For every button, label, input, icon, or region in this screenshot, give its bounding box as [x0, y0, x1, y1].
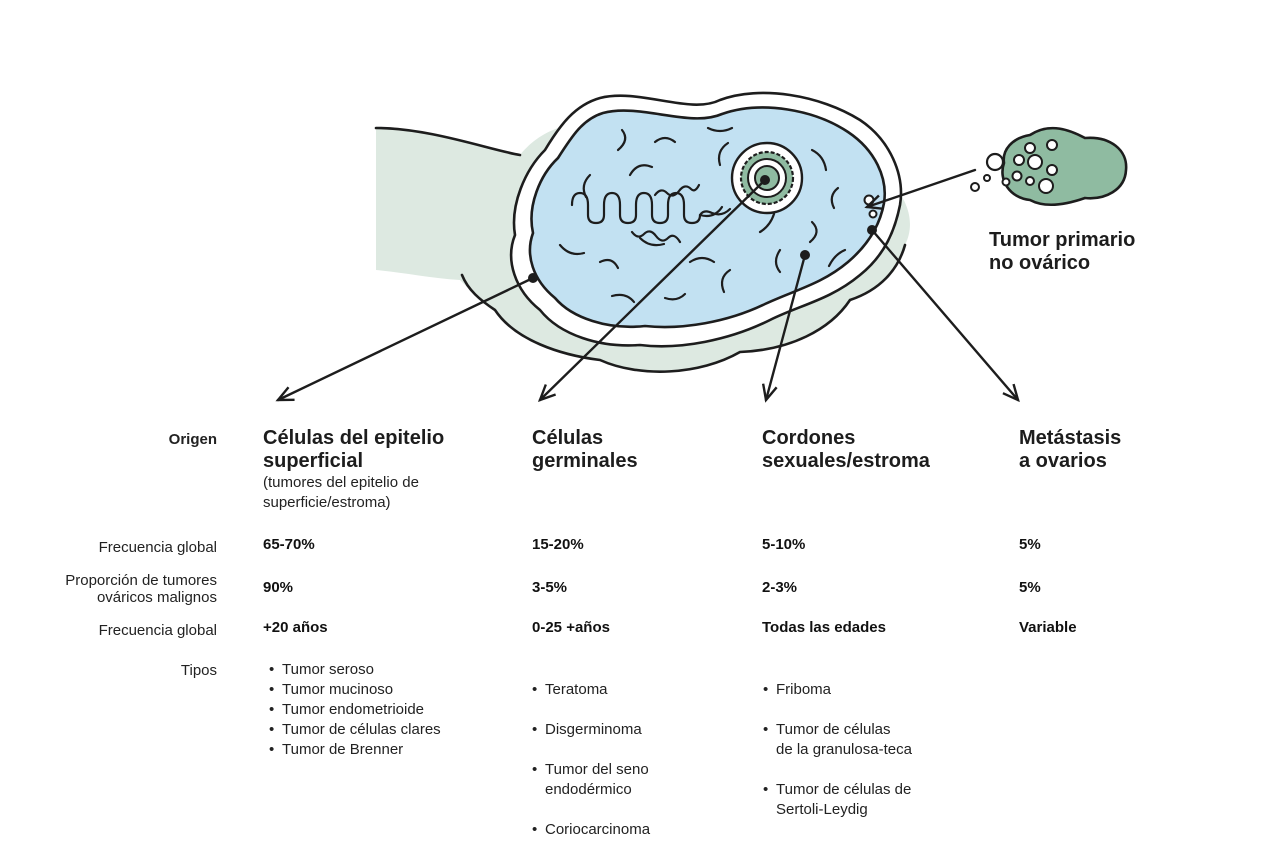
value-frequency: 65-70% [263, 536, 315, 553]
ovary-stroma-outline [374, 126, 907, 373]
row-label-types: Tipos [180, 662, 217, 679]
row-label-origin: Origen [168, 431, 217, 448]
list-item: Tumor mucinoso [269, 680, 441, 700]
value-frequency: 15-20% [532, 536, 584, 553]
types-list-germinal: Teratoma Disgerminoma Tumor del seno end… [532, 660, 650, 860]
arrow-metastasis [870, 228, 1020, 403]
value-frequency: 5% [1019, 536, 1041, 553]
primary-tumor-label: Tumor primario no ovárico [989, 229, 1136, 274]
value-proportion: 3-5% [532, 579, 568, 596]
column-title-metastasis: Metástasis a ovarios [1019, 427, 1122, 472]
list-item: Coriocarcinoma [532, 820, 650, 840]
arrow-epithelium [275, 276, 535, 402]
list-item: Tumor de células de Sertoli-Leydig [763, 780, 912, 820]
arrow-germinal [537, 178, 767, 402]
arrow-primary-tumor [864, 168, 977, 210]
value-frequency: 5-10% [762, 536, 806, 553]
list-item: Tumor del seno endodérmico [532, 760, 650, 800]
metastasis-cell [868, 209, 878, 219]
list-item: Tumor de Brenner [269, 740, 441, 760]
list-item: Disgerminoma [532, 720, 650, 740]
column-subtitle-epithelium: (tumores del epitelio de superficie/estr… [263, 474, 419, 511]
column-title-epithelium: Células del epitelio superficial [263, 427, 445, 472]
value-proportion: 5% [1019, 579, 1041, 596]
row-label-age: Frecuencia global [98, 622, 217, 639]
value-age: +20 años [263, 619, 328, 636]
list-item: Tumor seroso [269, 660, 441, 680]
list-item: Tumor de células de la granulosa-teca [763, 720, 912, 760]
value-proportion: 90% [263, 579, 294, 596]
primary-tumor [970, 126, 1128, 207]
value-age: Variable [1019, 619, 1077, 636]
value-age: Todas las edades [762, 619, 886, 636]
list-item: Tumor de células clares [269, 720, 441, 740]
list-item: Teratoma [532, 680, 650, 700]
types-list-epithelium: Tumor seroso Tumor mucinoso Tumor endome… [269, 660, 441, 760]
value-age: 0-25 +años [532, 619, 610, 636]
list-item: Tumor endometrioide [269, 700, 441, 720]
types-list-stroma: Friboma Tumor de células de la granulosa… [763, 660, 912, 840]
germinal-wave [570, 191, 732, 225]
arrow-stroma [761, 253, 807, 403]
coil-1 [653, 183, 701, 197]
coil-2 [630, 230, 682, 244]
column-title-germinal: Células germinales [532, 427, 638, 472]
list-item: Friboma [763, 680, 912, 700]
value-proportion: 2-3% [762, 579, 798, 596]
column-title-stroma: Cordones sexuales/estroma [762, 427, 930, 472]
row-label-frequency: Frecuencia global [98, 539, 217, 556]
row-label-proportion: Proporción de tumores ováricos malignos [65, 572, 217, 606]
metastasis-cell [863, 194, 875, 206]
